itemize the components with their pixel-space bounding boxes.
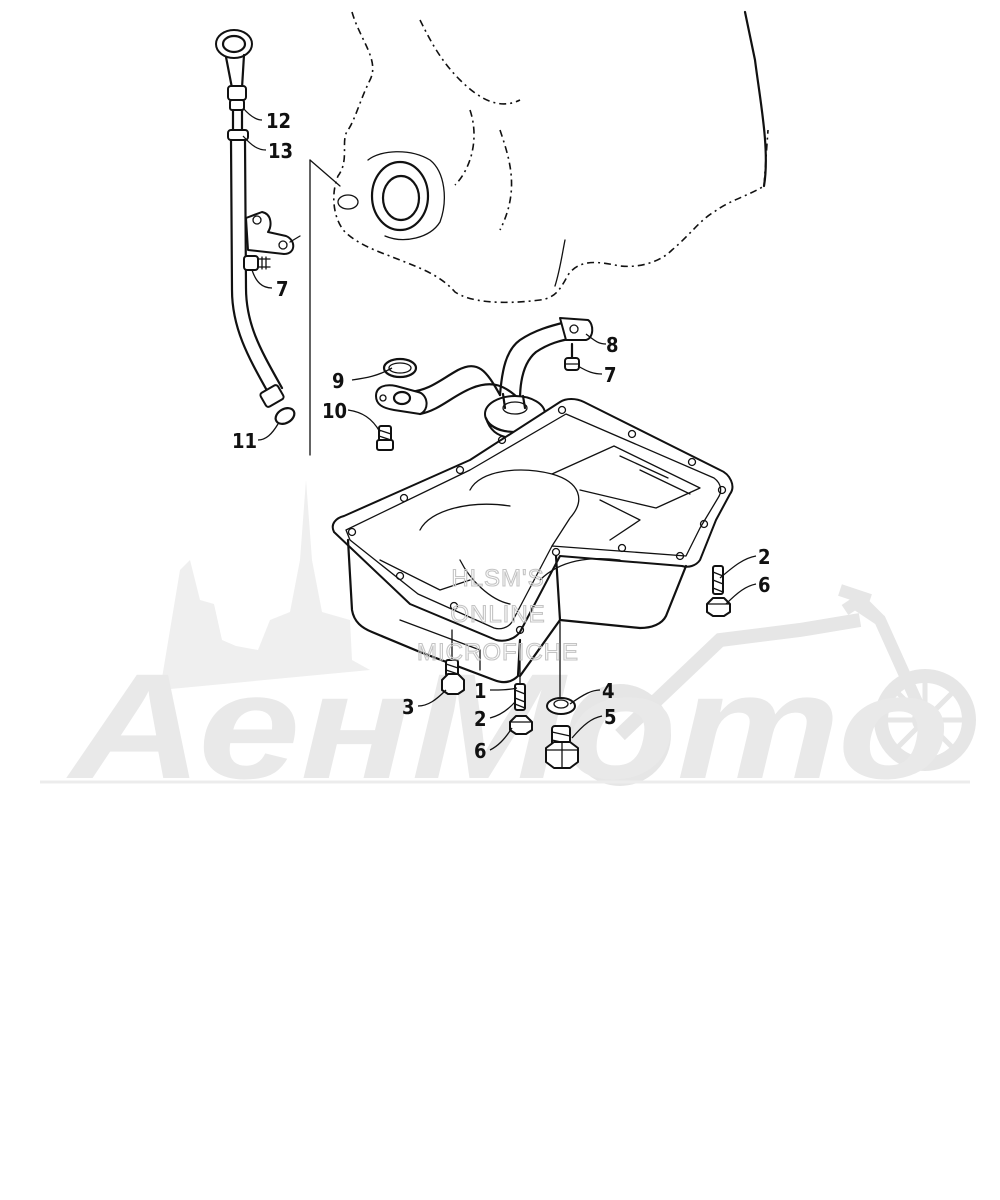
callouts: 12 13 7 11 9 10 8 7 2 6 4 5 1 2 6 3 (232, 109, 771, 763)
callout-4: 4 (602, 679, 615, 703)
callout-7-strainer: 7 (604, 363, 617, 387)
callout-7-bracket: 7 (276, 277, 289, 301)
leader-lines (242, 107, 757, 751)
callout-11: 11 (232, 429, 257, 453)
svg-text:ONLINE: ONLINE (450, 601, 545, 628)
flange-o-ring (382, 357, 418, 379)
dipstick-tube (229, 138, 272, 398)
callout-6-center: 6 (474, 739, 487, 763)
watermark-motorcycle (569, 584, 976, 786)
callout-2-right: 2 (758, 545, 771, 569)
watermark-skyline (160, 480, 370, 690)
pan-bolt-holes (347, 405, 727, 635)
dipstick-handle (215, 29, 253, 59)
oil-pan (331, 398, 734, 684)
callout-3: 3 (402, 695, 415, 719)
svg-text:HLSM'S: HLSM'S (451, 565, 544, 592)
callout-10: 10 (322, 399, 347, 423)
callout-5: 5 (604, 705, 617, 729)
callout-13: 13 (268, 139, 293, 163)
callout-6-right: 6 (758, 573, 771, 597)
oil-strainer (375, 317, 594, 451)
callout-8: 8 (606, 333, 619, 357)
watermark-text: HLSM'S ONLINE MICROFICHE (416, 564, 579, 666)
dipstick-assembly (215, 29, 301, 425)
tube-o-ring (274, 407, 296, 425)
callout-2-center: 2 (474, 707, 487, 731)
watermark-brand: АенМото (65, 642, 950, 810)
svg-text:MICROFICHE: MICROFICHE (417, 639, 579, 666)
callout-1: 1 (474, 679, 487, 703)
watermark: АенМото (40, 480, 976, 810)
callout-12: 12 (266, 109, 291, 133)
callout-9: 9 (332, 369, 345, 393)
engine-block (332, 10, 769, 304)
